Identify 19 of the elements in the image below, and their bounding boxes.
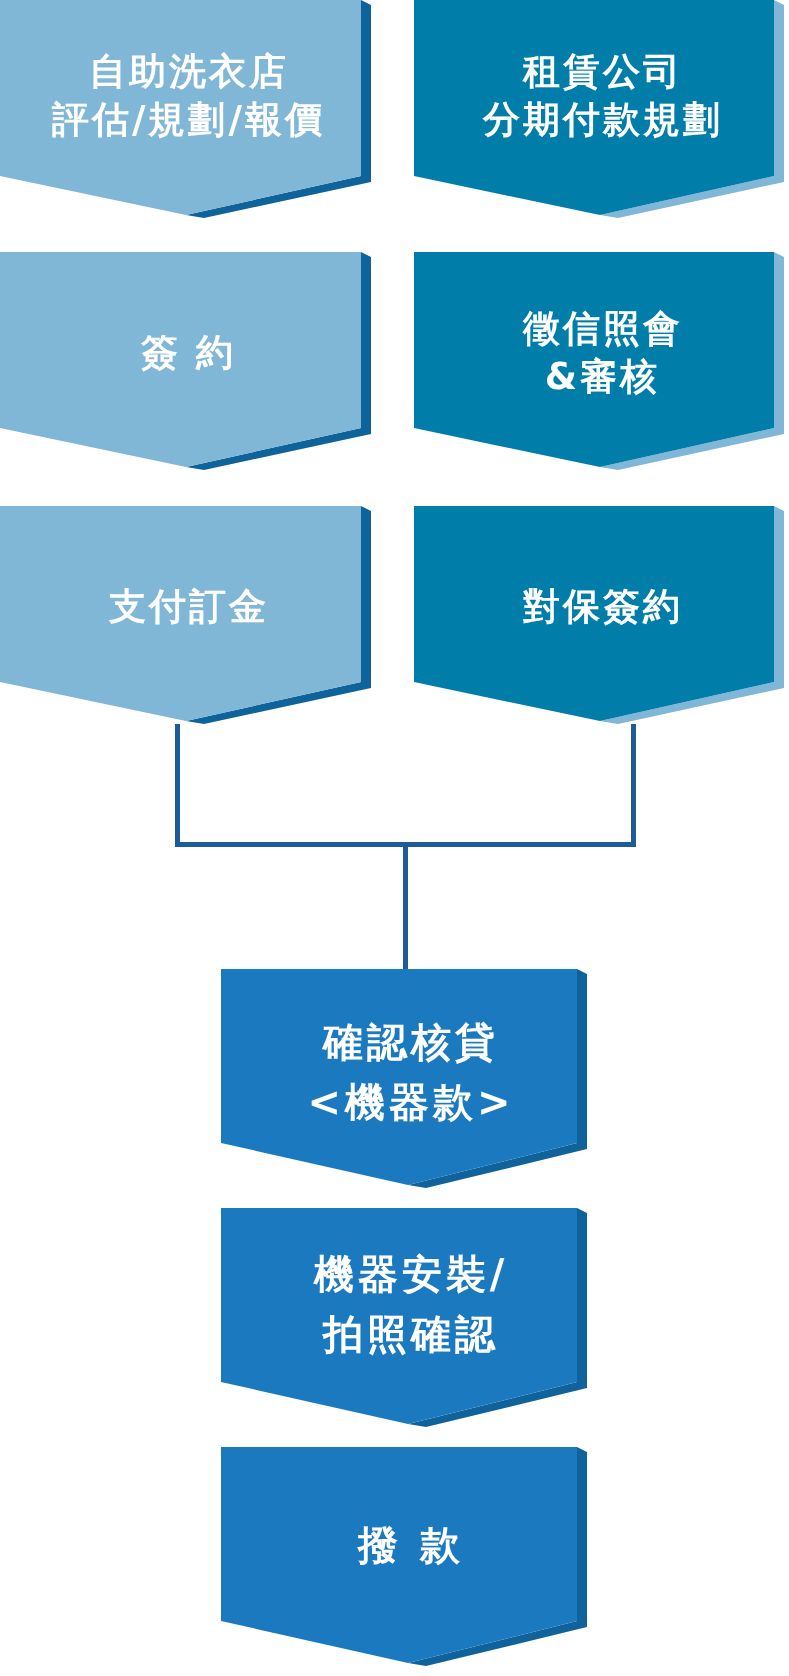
process-step [414, 0, 784, 218]
process-step [0, 506, 371, 724]
step-label: 機器安裝/拍照確認 [312, 1250, 509, 1359]
process-step [221, 1447, 587, 1666]
connector-line [403, 724, 636, 969]
step-label: 租賃公司分期付款規劃 [481, 49, 723, 143]
process-step [414, 506, 784, 724]
step-label: 確認核貸<機器款> [306, 1018, 515, 1127]
process-step [0, 0, 371, 218]
step-label: 對保簽約 [521, 584, 683, 630]
step-label: 徵信照會&審核 [521, 306, 683, 400]
process-step [0, 252, 371, 470]
step-label: 支付訂金 [107, 584, 269, 630]
process-step [221, 1208, 587, 1427]
step-label: 撥 款 [356, 1521, 464, 1570]
step-label: 簽 約 [139, 330, 237, 376]
process-step [221, 969, 587, 1188]
process-step [414, 252, 784, 470]
step-label: 自助洗衣店評估/規劃/報價 [51, 49, 325, 143]
